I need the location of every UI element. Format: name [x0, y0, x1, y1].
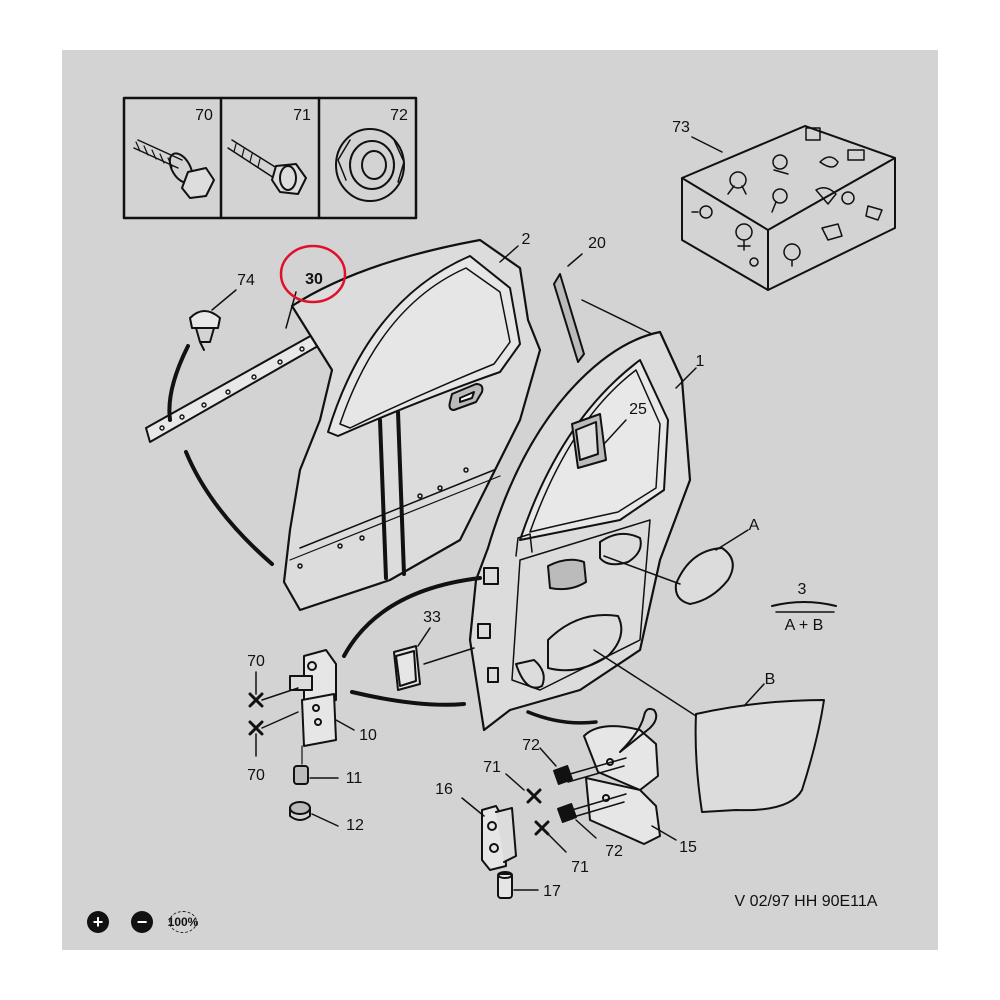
label-B: B — [765, 671, 776, 688]
label-71-upper: 71 — [483, 759, 501, 776]
label-3-marker — [771, 601, 837, 613]
hinge-bracket-15 — [505, 707, 677, 853]
label-72-box: 72 — [390, 107, 408, 124]
label-70-box: 70 — [195, 107, 213, 124]
label-2: 2 — [522, 231, 531, 248]
label-73: 73 — [672, 119, 690, 136]
reference-code: V 02/97 HH 90E11A — [735, 893, 878, 910]
label-A: A — [749, 517, 760, 534]
seal-strip-20 — [553, 253, 657, 363]
zoom-in-button[interactable]: + — [87, 911, 109, 933]
label-11: 11 — [346, 770, 363, 787]
label-72-lower: 72 — [605, 843, 623, 860]
panel-B — [593, 649, 825, 813]
label-20: 20 — [588, 235, 606, 252]
diagram-viewer[interactable]: 70 71 72 73 74 30 2 20 1 25 A 3 A + B 33… — [62, 50, 938, 950]
bushing-12 — [289, 801, 339, 827]
door-frame-1 — [468, 330, 697, 732]
pin-17 — [497, 871, 539, 899]
door-skin-2 — [282, 238, 542, 612]
clip-assortment-box — [681, 125, 896, 291]
label-3: 3 — [798, 581, 807, 598]
label-12: 12 — [346, 817, 364, 834]
label-71-lower: 71 — [571, 859, 589, 876]
screw-11 — [293, 745, 339, 785]
label-10: 10 — [359, 727, 377, 744]
label-70-lower: 70 — [247, 767, 265, 784]
label-A-plus-B: A + B — [785, 617, 824, 634]
label-72-upper: 72 — [522, 737, 540, 754]
label-71-box: 71 — [293, 107, 311, 124]
exploded-parts-diagram: 70 71 72 73 74 30 2 20 1 25 A 3 A + B 33… — [122, 96, 896, 910]
hinge-10 — [248, 649, 355, 757]
label-74: 74 — [237, 272, 255, 289]
label-70-upper: 70 — [247, 653, 265, 670]
label-33: 33 — [423, 609, 441, 626]
zoom-out-button[interactable]: − — [131, 911, 153, 933]
label-25: 25 — [629, 401, 647, 418]
label-1: 1 — [696, 353, 705, 370]
cover-A — [603, 529, 749, 605]
label-30: 30 — [305, 271, 323, 288]
zoom-reset-button[interactable]: 100% — [166, 911, 200, 933]
highlight-circle — [279, 244, 347, 304]
zoom-reset-icon — [169, 911, 197, 933]
label-16: 16 — [435, 781, 453, 798]
hinge-16 — [461, 797, 517, 871]
plug-33 — [393, 627, 475, 691]
label-15: 15 — [679, 839, 697, 856]
fastener-box — [122, 96, 418, 220]
label-17: 17 — [543, 883, 561, 900]
